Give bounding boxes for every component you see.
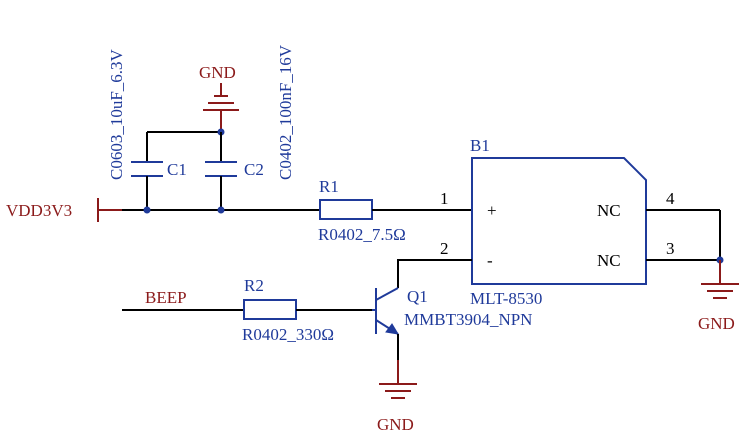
c2-value: C0402_100nF_16V <box>276 44 295 180</box>
c1-value: C0603_10uF_6.3V <box>107 48 126 180</box>
gnd-symbol-top: GND <box>199 63 239 132</box>
b1-pin-2: 2 <box>440 239 449 258</box>
b1-plus-pin: + <box>487 201 497 220</box>
gnd-symbol-right: GND <box>698 260 739 333</box>
q1-value: MMBT3904_NPN <box>404 310 532 329</box>
b1-pin-3: 3 <box>666 239 675 258</box>
r2-value: R0402_330Ω <box>242 325 334 344</box>
junction-c1-vdd <box>143 206 151 214</box>
r1-value: R0402_7.5Ω <box>318 225 406 244</box>
b1-pin-4: 4 <box>666 189 675 208</box>
b1-minus-pin: - <box>487 251 493 270</box>
gnd-symbol-bottom: GND <box>377 360 417 434</box>
capacitor-c1: C1 C0603_10uF_6.3V <box>107 48 187 210</box>
vdd-net-label: VDD3V3 <box>6 201 72 220</box>
transistor-q1: Q1 MMBT3904_NPN <box>372 287 532 335</box>
vdd-port: VDD3V3 <box>6 198 122 222</box>
b1-pin-1: 1 <box>440 189 449 208</box>
q1-emitter-arrow <box>385 323 399 335</box>
c2-ref: C2 <box>244 160 264 179</box>
gnd-right-label: GND <box>698 314 735 333</box>
resistor-r1: R1 R0402_7.5Ω <box>318 177 406 244</box>
r2-ref: R2 <box>244 276 264 295</box>
c1-ref: C1 <box>167 160 187 179</box>
b1-ref: B1 <box>470 136 490 155</box>
gnd-top-label: GND <box>199 63 236 82</box>
b1-pin2-to-collector-wire <box>397 259 472 288</box>
gnd-bottom-label: GND <box>377 415 414 434</box>
capacitor-c2: C2 C0402_100nF_16V <box>205 44 295 210</box>
beep-net-label: BEEP <box>145 288 187 307</box>
q1-ref: Q1 <box>407 287 428 306</box>
junction-c2-vdd <box>217 206 225 214</box>
b1-value: MLT-8530 <box>470 289 542 308</box>
b1-nc-upper: NC <box>597 201 621 220</box>
r1-ref: R1 <box>319 177 339 196</box>
b1-nc-lower: NC <box>597 251 621 270</box>
beep-net: BEEP <box>122 288 244 311</box>
buzzer-b1: B1 MLT-8530 + - NC NC 1 2 4 3 <box>440 136 675 308</box>
